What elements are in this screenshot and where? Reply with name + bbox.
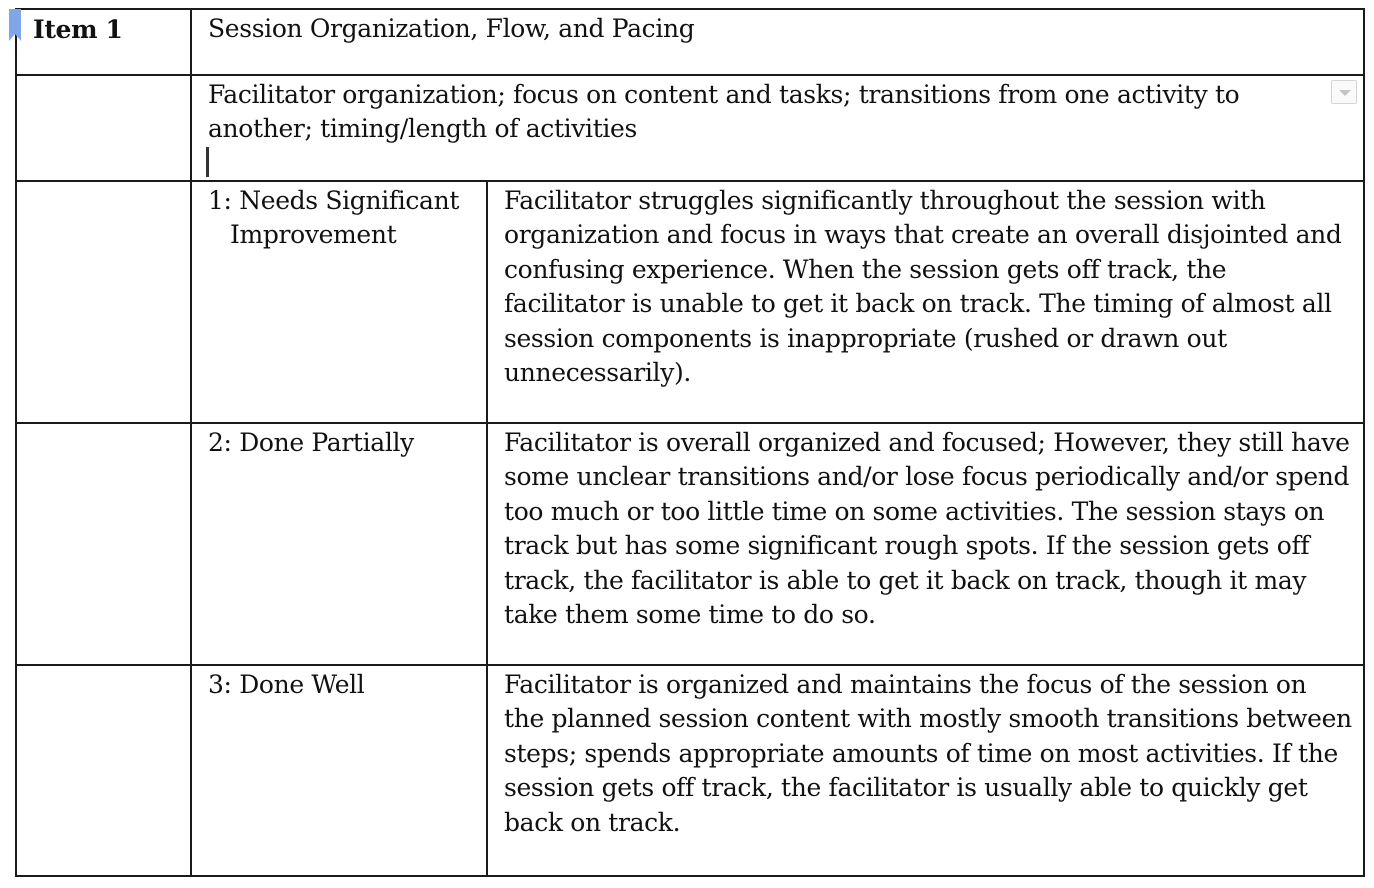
empty-cell[interactable] [15,664,192,877]
chevron-down-icon[interactable] [1331,80,1357,104]
title-cell[interactable]: Session Organization, Flow, and Pacing [190,8,1365,76]
level-label: 2: Done Partially [208,428,414,457]
rubric-table: Item 1 Session Organization, Flow, and P… [9,8,1365,877]
level-label: 3: Done Well [208,670,365,699]
level-description: Facilitator is overall organized and foc… [504,428,1350,630]
level-description: Facilitator is organized and maintains t… [504,670,1352,837]
level-text-cell[interactable]: Facilitator is overall organized and foc… [486,422,1365,666]
level-label-cell[interactable]: 3: Done Well [190,664,488,877]
level-label-cell[interactable]: 1: Needs Significant Improvement [190,180,488,424]
level-label: 1: Needs Significant Improvement [208,186,460,250]
table-row: 3: Done Well Facilitator is organized an… [15,664,1365,877]
table-row: Item 1 Session Organization, Flow, and P… [9,8,1365,76]
level-text-cell[interactable]: Facilitator struggles significantly thro… [486,180,1365,424]
item-label-cell[interactable]: Item 1 [9,8,192,76]
level-text-cell[interactable]: Facilitator is organized and maintains t… [486,664,1365,877]
table-row: 2: Done Partially Facilitator is overall… [15,422,1365,666]
empty-cell[interactable] [15,422,192,666]
description-cell[interactable]: Facilitator organization; focus on conte… [190,74,1365,182]
level-description: Facilitator struggles significantly thro… [504,186,1342,388]
table-row: 1: Needs Significant Improvement Facilit… [15,180,1365,424]
empty-cell[interactable] [15,74,192,182]
empty-cell[interactable] [15,180,192,424]
bookmark-icon [9,9,21,41]
level-label-cell[interactable]: 2: Done Partially [190,422,488,666]
section-title: Session Organization, Flow, and Pacing [208,14,695,43]
item-label: Item 1 [33,15,123,44]
section-description: Facilitator organization; focus on conte… [208,80,1240,144]
text-cursor [206,147,209,177]
table-row: Facilitator organization; focus on conte… [15,74,1365,182]
